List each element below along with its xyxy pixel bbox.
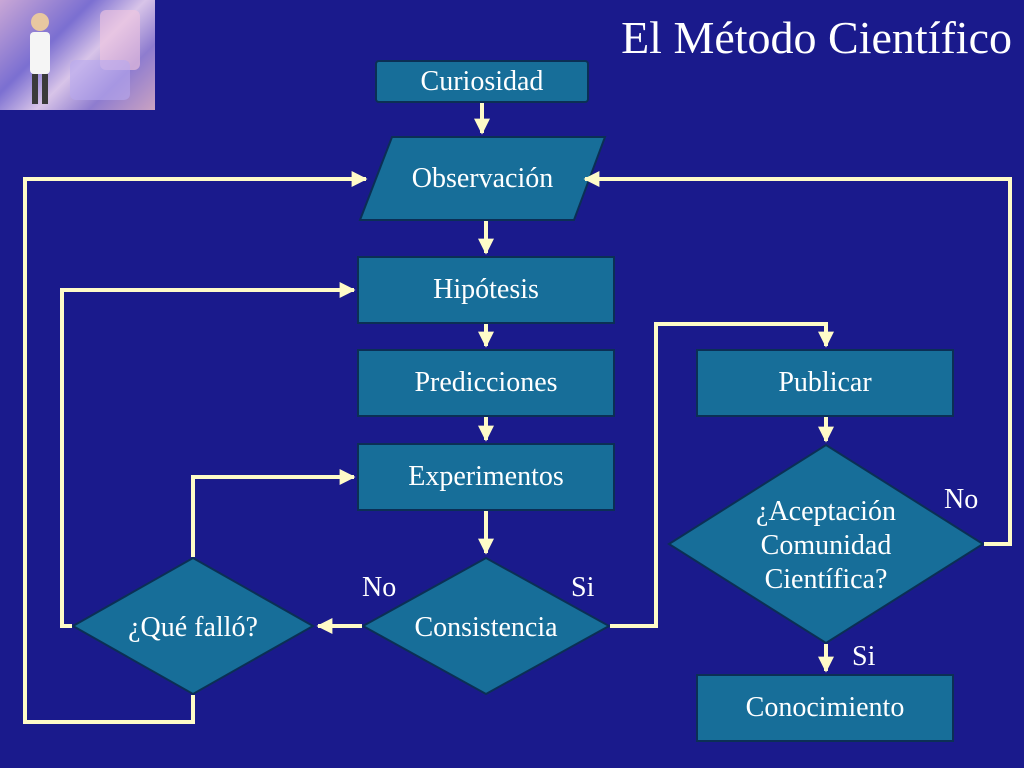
que-fallo-node xyxy=(70,556,316,696)
observacion-node xyxy=(358,136,607,221)
conocimiento-node xyxy=(696,674,954,742)
scientist-photo xyxy=(0,0,155,110)
arrow-aceptacion-observacion xyxy=(583,171,1012,546)
consistencia-no-label: No xyxy=(362,572,397,603)
predicciones-node xyxy=(357,349,615,417)
experimentos-node xyxy=(357,443,615,511)
aceptacion-si-label: Si xyxy=(852,641,876,672)
arrow-que-fallo-experimentos xyxy=(191,469,356,557)
arrow-consistencia-publicar xyxy=(610,322,834,628)
publicar-node xyxy=(696,349,954,417)
hipotesis-node xyxy=(357,256,615,324)
aceptacion-no-label: No xyxy=(944,484,979,515)
aceptacion-node xyxy=(667,443,985,645)
arrow-que-fallo-hipotesis xyxy=(60,282,356,628)
connectors xyxy=(23,103,1012,724)
page-title: El Método Científico xyxy=(621,12,1012,63)
scientist-illustration xyxy=(30,10,140,104)
arrow-que-fallo-observacion xyxy=(23,171,368,724)
consistencia-si-label: Si xyxy=(571,572,595,603)
consistencia-node xyxy=(360,556,612,696)
curiosidad-node xyxy=(375,60,589,103)
